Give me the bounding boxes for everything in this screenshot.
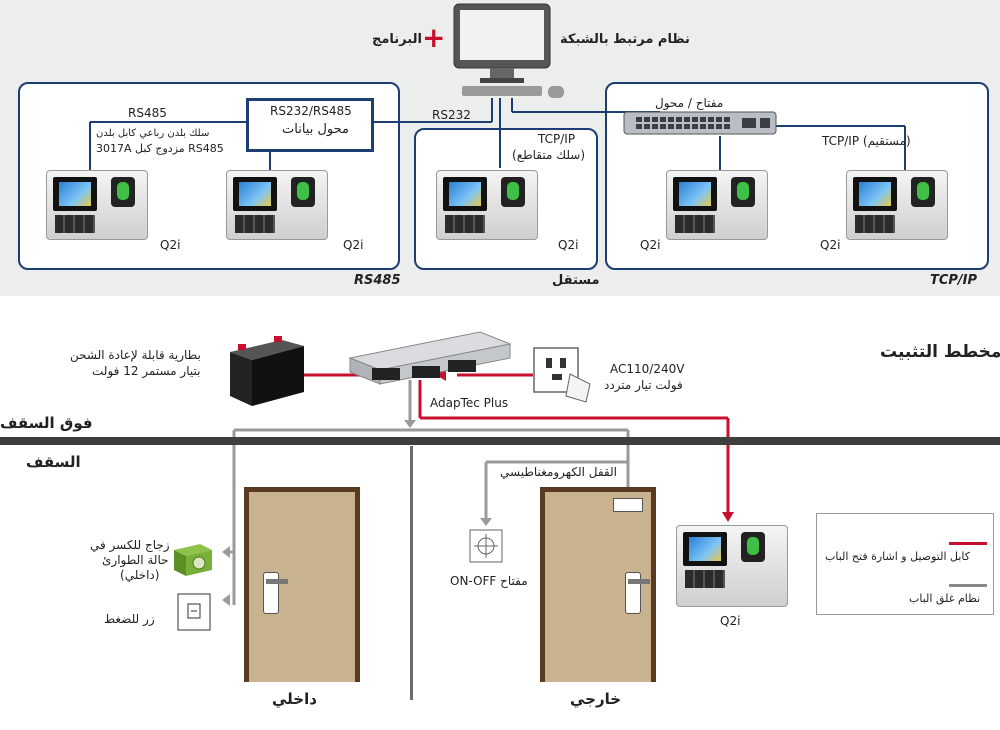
battery-label-line2: بتيار مستمر 12 فولت	[92, 364, 201, 378]
push-button-icon	[177, 593, 211, 631]
converter-label-line2: محول بيانات	[282, 122, 349, 137]
ac-label-line1: AC110/240V	[610, 362, 685, 376]
cable-note-line2: 3017A مزدوج كبل RS485	[96, 142, 224, 155]
inside-label: داخلي	[272, 690, 317, 708]
switch-label: مفتاح / محول	[655, 96, 724, 110]
q2i-device-4	[666, 170, 768, 240]
inside-door-handle	[263, 572, 288, 614]
computer-icon	[453, 3, 564, 98]
converter-label-line1: RS232/RS485	[270, 104, 352, 118]
device-model-label-2: Q2i	[343, 238, 364, 252]
inside-door	[244, 487, 360, 682]
outside-door-handle	[625, 572, 650, 614]
adaptec-power-unit-icon	[348, 331, 512, 385]
installation-title: مخطط التثبيت	[880, 342, 1000, 362]
group-label-tcpip: TCP/IP	[930, 273, 978, 288]
device-model-label-4: Q2i	[640, 238, 661, 252]
legend-item-1-label: كابل التوصيل و اشارة فتح الباب	[825, 550, 970, 563]
ceiling-label: السقف	[26, 453, 81, 471]
maglock-icon	[613, 498, 643, 512]
device-model-label-1: Q2i	[160, 238, 181, 252]
networked-system-label: نظام مرتبط بالشبكة	[560, 32, 690, 47]
rs232-line-label: RS232	[432, 108, 471, 122]
break-glass-icon	[174, 544, 212, 576]
q2i-device-1	[46, 170, 148, 240]
device-model-label-5: Q2i	[820, 238, 841, 252]
tcpip-straight-label: TCP/IP (مستقيم)	[822, 134, 911, 148]
outside-door	[540, 487, 656, 682]
q2i-device-2	[226, 170, 328, 240]
break-glass-label-line1: زجاج للكسر في	[90, 538, 170, 552]
q2i-installed-device	[676, 525, 788, 607]
rs485-line-label: RS485	[128, 106, 167, 120]
software-label: البرنامج	[372, 32, 422, 47]
installed-device-model-label: Q2i	[720, 614, 741, 628]
onoff-switch-label: ON-OFF مفتاح	[450, 574, 528, 588]
tcpip-cross-line2: (سلك متقاطع)	[512, 148, 586, 162]
q2i-device-3	[436, 170, 538, 240]
installation-wiring	[222, 369, 734, 606]
network-switch-icon	[623, 111, 777, 135]
plus-icon: +	[422, 21, 446, 54]
cable-note-line1: سلك بلدن رباعي كابل بلدن	[96, 128, 210, 139]
break-glass-label-line2: حالة الطوارئ	[102, 553, 169, 567]
data-converter-box	[246, 98, 374, 152]
wall-divider	[410, 446, 413, 700]
ac-label-line2: فولت تيار متردد	[604, 378, 683, 392]
above-ceiling-label: فوق السقف	[0, 414, 93, 432]
legend-swatch-gray	[949, 584, 987, 587]
tcpip-cross-line1: TCP/IP	[538, 132, 576, 146]
adaptec-label: AdapTec Plus	[430, 396, 509, 410]
device-model-label-3: Q2i	[558, 238, 579, 252]
maglock-label: القفل الكهرومغناطيسي	[500, 465, 617, 479]
ceiling-bar	[0, 437, 1000, 445]
break-glass-label-line3: (داخلي)	[120, 568, 160, 582]
push-button-label: زر للضغط	[104, 612, 155, 626]
wall-socket-icon	[533, 347, 591, 403]
group-label-rs485: RS485	[354, 273, 401, 288]
battery-label-line1: بطارية قابلة لإعادة الشحن	[70, 348, 201, 362]
legend-box: كابل التوصيل و اشارة فتح الباب نظام غلق …	[816, 513, 994, 615]
legend-item-2-label: نظام غلق الباب	[909, 592, 981, 605]
q2i-device-5	[846, 170, 948, 240]
battery-icon	[230, 336, 304, 406]
legend-swatch-red	[949, 542, 987, 545]
outside-label: خارجي	[570, 690, 622, 708]
exit-switch-icon	[469, 529, 503, 563]
group-label-standalone: مستقل	[552, 273, 600, 288]
